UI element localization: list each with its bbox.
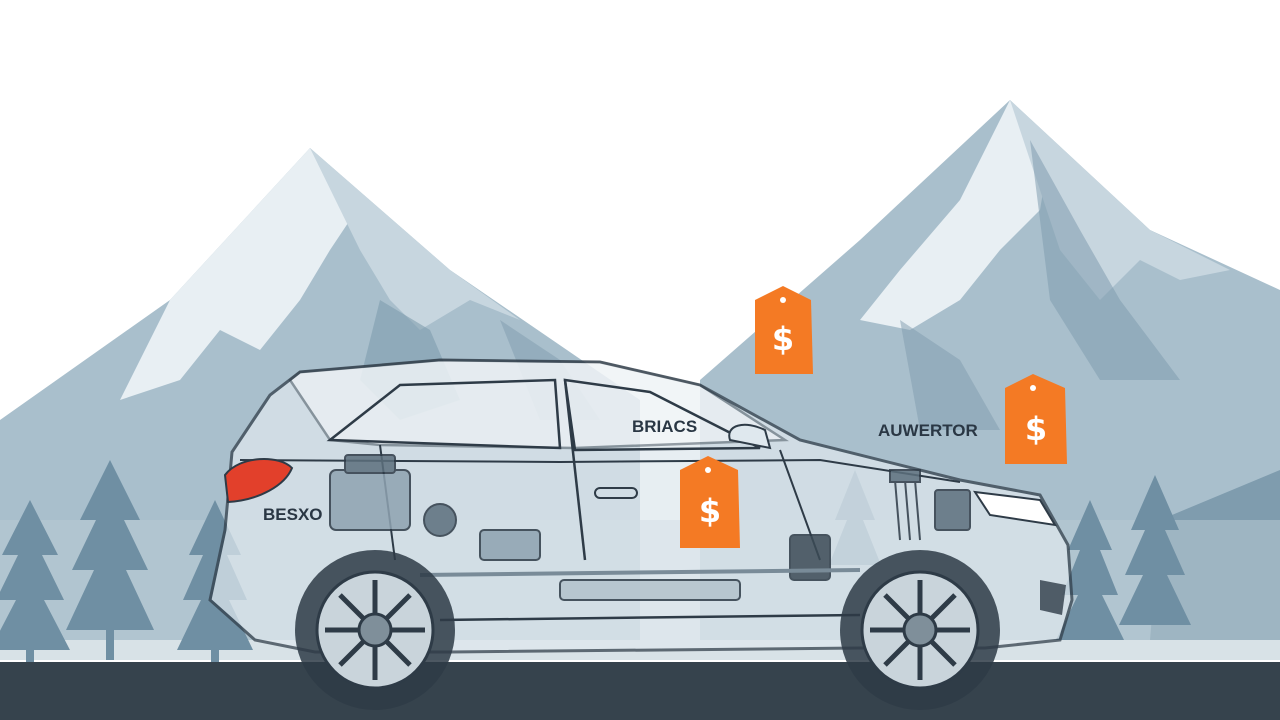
svg-text:$: $ xyxy=(772,320,794,358)
price-tag-icon: $ xyxy=(755,286,813,374)
label-besxo: BESXO xyxy=(263,505,323,524)
car-icon xyxy=(208,358,1074,710)
headlight xyxy=(972,490,1057,527)
road xyxy=(0,662,1280,720)
wheel-icon xyxy=(840,550,1000,710)
label-briacs: BRIACS xyxy=(632,417,697,436)
tail-light xyxy=(223,458,294,504)
label-auwertor: AUWERTOR xyxy=(878,421,978,440)
price-tag-icon: $ xyxy=(1005,374,1067,464)
price-tag-icon: $ xyxy=(680,456,740,548)
svg-text:$: $ xyxy=(1025,410,1047,448)
wheel-icon xyxy=(295,550,455,710)
engine-parts xyxy=(329,454,971,601)
svg-text:$: $ xyxy=(699,492,721,530)
